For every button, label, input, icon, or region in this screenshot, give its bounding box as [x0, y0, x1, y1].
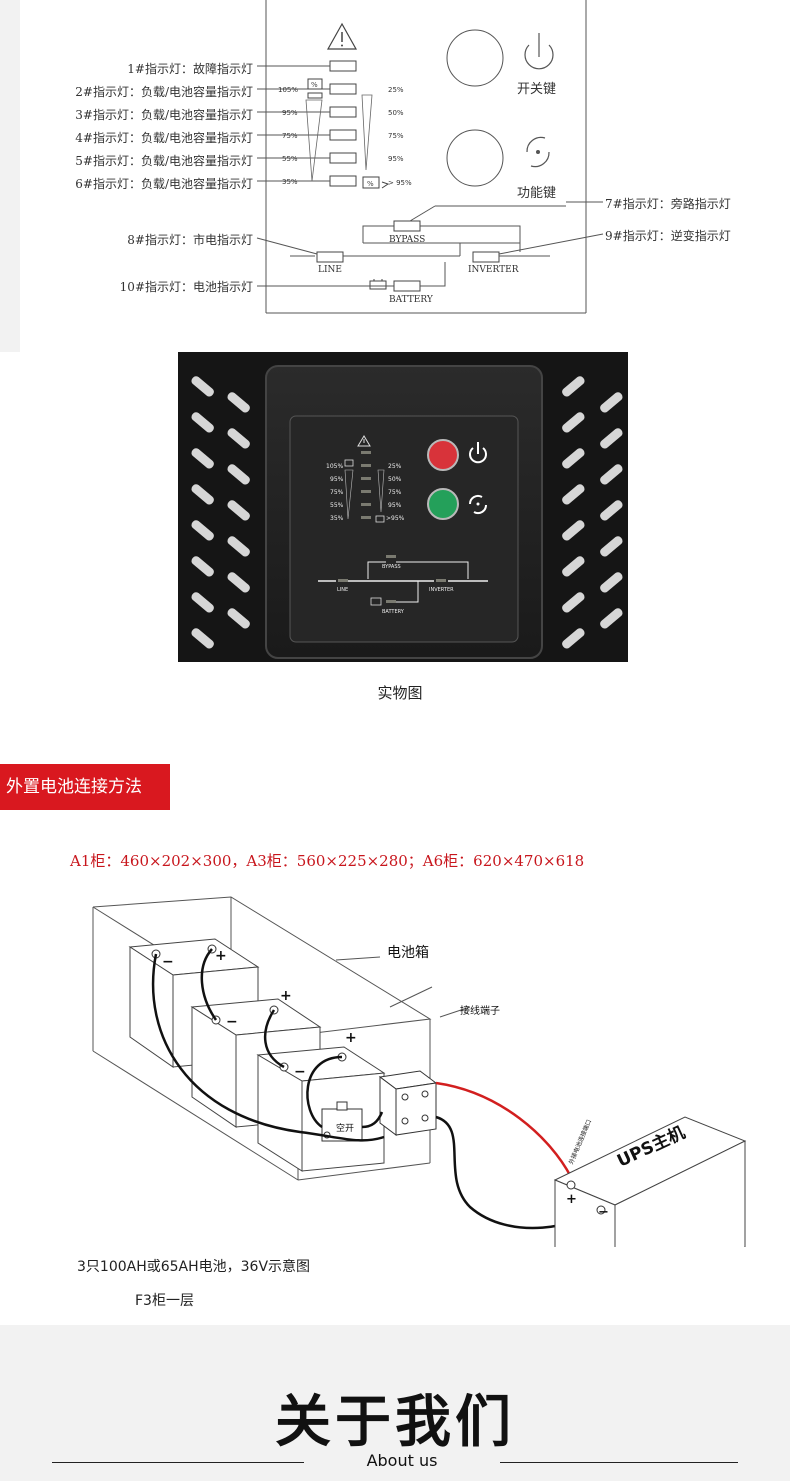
indicator-label-4: 4#指示灯：负载/电池容量指示灯 [75, 131, 253, 145]
ups-plus-sign: + [566, 1192, 577, 1207]
photo-caption: 实物图 [377, 684, 423, 702]
panel-diagram: % % [256, 0, 604, 314]
vent-left [191, 376, 250, 649]
indicator-label-5: 5#指示灯：负载/电池容量指示灯 [75, 154, 253, 168]
function-button-outline [446, 129, 504, 187]
lamp-5 [329, 152, 357, 164]
load-level-35: 35% [282, 178, 298, 186]
cabinet-note: F3柜一层 [135, 1293, 194, 1309]
section-heading: 外置电池连接方法 [0, 764, 170, 810]
photo-battery-label: BATTERY [382, 609, 404, 615]
cabinet-dimensions: A1柜：460×202×300，A3柜：560×225×280；A6柜：620×… [70, 852, 585, 870]
lamp-6 [329, 175, 357, 187]
photo-battery-50: 50% [388, 476, 402, 483]
indicator-label-3: 3#指示灯：负载/电池容量指示灯 [75, 108, 253, 122]
photo-load-35: 35% [330, 515, 344, 522]
lamp-7 [393, 220, 421, 232]
plus-sign-2: + [280, 988, 292, 1004]
indicator-label-1: 1#指示灯：故障指示灯 [127, 62, 253, 76]
battery-level-50: 50% [388, 109, 404, 117]
battery-load-icon: % [362, 176, 390, 189]
battery-3 [256, 1046, 386, 1172]
breaker [321, 1101, 363, 1142]
load-level-75: 75% [282, 132, 298, 140]
inverter-indicator-label: 9#指示灯：逆变指示灯 [605, 229, 731, 243]
terminal-block [378, 1070, 438, 1136]
bypass-indicator-label: 7#指示灯：旁路指示灯 [605, 197, 731, 211]
load-icon: % [307, 78, 323, 99]
plus-sign-3: + [345, 1030, 357, 1046]
divider-right [500, 1462, 738, 1463]
photo-load-105: 105% [326, 463, 344, 470]
battery-note: 3只100AH或65AH电池，36V示意图 [77, 1259, 311, 1275]
photo-section: 105% 95% 75% 55% 35% 25% 50% 75% 95% >95… [0, 352, 790, 762]
battery-box-label: 电池箱 [387, 945, 429, 961]
power-icon [524, 33, 554, 70]
lamp-1 [329, 60, 357, 72]
battery-label: BATTERY [389, 295, 433, 305]
about-subtitle: About us [366, 1451, 438, 1470]
ups-minus-sign: − [598, 1205, 609, 1220]
photo-load-55: 55% [330, 502, 344, 509]
ups-host [553, 1116, 747, 1247]
minus-sign-1: − [162, 954, 174, 970]
battery-level-75: 75% [388, 132, 404, 140]
battery-connection-diagram [92, 896, 747, 1247]
photo-battery-25: 25% [388, 463, 402, 470]
power-icon [469, 442, 487, 464]
indicator-label-6: 6#指示灯：负载/电池容量指示灯 [75, 177, 253, 191]
svg-text:%: % [367, 180, 374, 188]
bypass-label: BYPASS [389, 235, 426, 245]
photo-inverter-label: INVERTER [429, 587, 454, 593]
lamp-4 [329, 129, 357, 141]
about-section: 关于我们 About us [0, 1325, 790, 1481]
vent-right [562, 376, 623, 649]
lamp-10 [393, 280, 421, 292]
inverter-label: INVERTER [468, 265, 519, 275]
battery-level-25: 25% [388, 86, 404, 94]
divider-left [52, 1462, 304, 1463]
plus-sign-1: + [215, 948, 227, 964]
panel-diagram-section: % % [20, 0, 790, 352]
lamp-9 [472, 251, 500, 263]
terminal-label: 接线端子 [460, 1006, 500, 1017]
battery-indicator-label: 10#指示灯：电池指示灯 [119, 280, 253, 294]
load-level-105: 105% [278, 86, 299, 94]
battery-level-95: 95% [388, 155, 404, 163]
lamp-3 [329, 106, 357, 118]
battery-level-gt95: > 95% [388, 179, 412, 187]
line-indicator-label: 8#指示灯：市电指示灯 [127, 233, 253, 247]
power-button [427, 439, 459, 471]
photo-battery-95: 95% [388, 502, 402, 509]
load-level-55: 55% [282, 155, 298, 163]
photo-load-95: 95% [330, 476, 344, 483]
power-button-outline [446, 29, 504, 87]
minus-sign-3: − [294, 1064, 306, 1080]
about-title: 关于我们 [275, 1390, 515, 1455]
svg-text:%: % [311, 81, 318, 89]
photo-battery-gt95: >95% [386, 515, 405, 522]
function-icon [526, 136, 550, 168]
lamp-8 [316, 251, 344, 263]
photo-bypass-label: BYPASS [382, 564, 401, 570]
lamp-2 [329, 83, 357, 95]
battery-icon [369, 279, 387, 290]
photo-battery-75: 75% [388, 489, 402, 496]
indicator-label-2: 2#指示灯：负载/电池容量指示灯 [75, 85, 253, 99]
function-icon [468, 494, 488, 515]
minus-sign-2: − [226, 1014, 238, 1030]
function-button [427, 488, 459, 520]
breaker-label: 空开 [336, 1124, 355, 1134]
photo-line-label: LINE [337, 587, 349, 593]
power-key-label: 开关键 [517, 82, 557, 97]
photo-load-75: 75% [330, 489, 344, 496]
warning-icon [326, 22, 358, 50]
function-key-label: 功能键 [517, 186, 557, 201]
ups-panel-photo [178, 352, 628, 662]
load-level-95: 95% [282, 109, 298, 117]
external-battery-section: 外置电池连接方法 A1柜：460×202×300，A3柜：560×225×280… [0, 762, 790, 1325]
line-label: LINE [318, 265, 342, 275]
